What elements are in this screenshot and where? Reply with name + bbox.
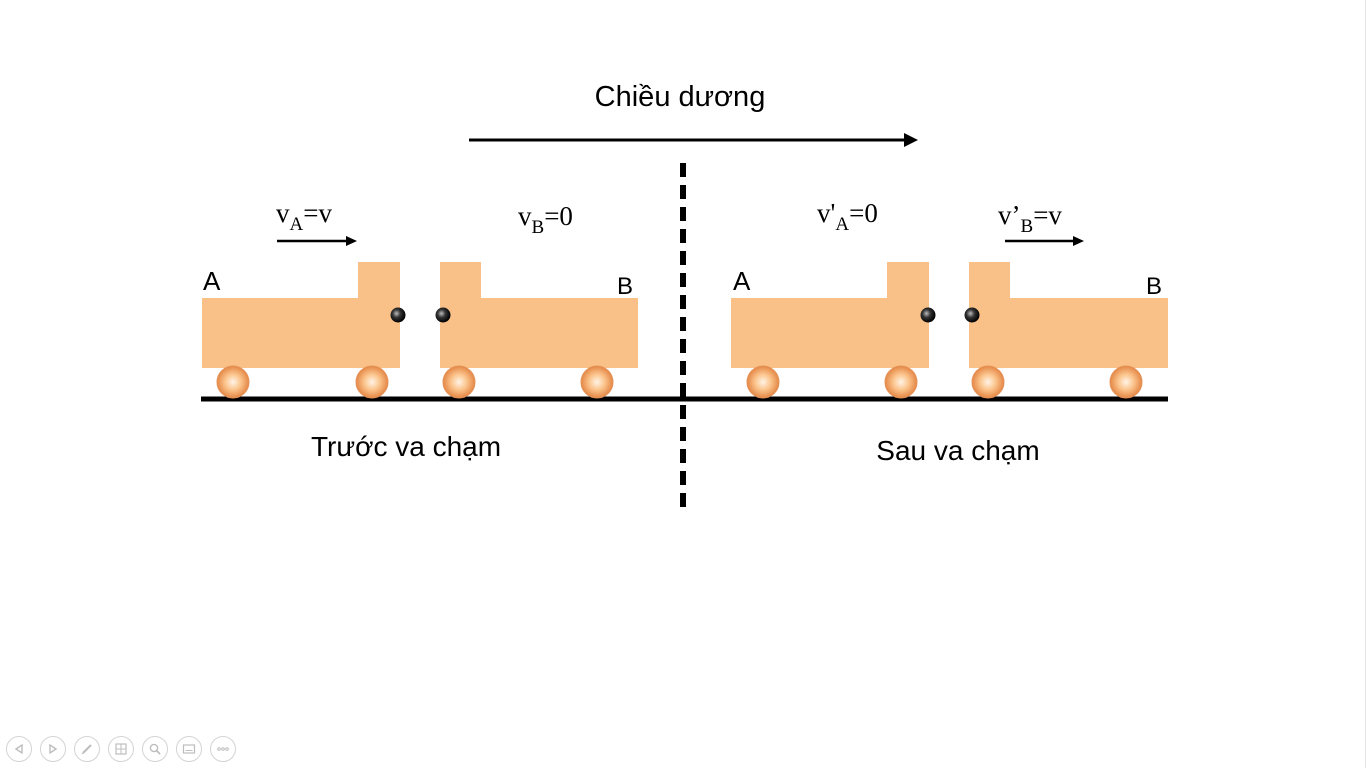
velocity-a-arrow: [277, 236, 357, 246]
cart-a-label: A: [203, 266, 221, 296]
previous-slide-button[interactable]: [6, 736, 32, 762]
pen-icon: [81, 744, 92, 755]
after-caption: Sau va chạm: [876, 435, 1039, 466]
velocity-b-prime-label: v’B=v: [998, 200, 1062, 237]
velocity-symbol: v': [817, 198, 835, 228]
velocity-value: =v: [303, 198, 332, 228]
zoom-button[interactable]: [142, 736, 168, 762]
slides-icon: [115, 743, 127, 755]
velocity-subscript: B: [532, 217, 545, 238]
velocity-subscript: A: [835, 214, 849, 235]
coupler-bolt: [920, 307, 936, 323]
wheel: [1109, 365, 1143, 399]
cart-b-label: B: [617, 273, 633, 300]
wheel: [884, 365, 918, 399]
velocity-value: =0: [849, 198, 878, 228]
subtitles-button[interactable]: [176, 736, 202, 762]
coupler-bolt: [964, 307, 980, 323]
pen-tool-button[interactable]: [74, 736, 100, 762]
velocity-a-prime-label: v'A=0: [817, 198, 878, 235]
wheel: [746, 365, 780, 399]
velocity-symbol: v: [276, 198, 290, 228]
after-section: A B v'A=0 v’B=v Sau va chạm: [731, 198, 1168, 466]
more-options-button[interactable]: [210, 736, 236, 762]
previous-icon: [14, 743, 23, 755]
direction-label: Chiều dương: [595, 81, 766, 113]
velocity-b-label: vB=0: [518, 201, 573, 238]
more-icon: [217, 747, 229, 751]
next-icon: [49, 743, 58, 755]
velocity-symbol: v: [518, 201, 532, 231]
wheel: [580, 365, 614, 399]
before-caption: Trước va chạm: [311, 431, 501, 462]
zoom-icon: [149, 743, 161, 755]
cart-b-after: [964, 262, 1168, 399]
velocity-a-label: vA=v: [276, 198, 332, 235]
wheel: [216, 365, 250, 399]
velocity-value: =0: [544, 201, 573, 231]
wheel: [442, 365, 476, 399]
see-all-slides-button[interactable]: [108, 736, 134, 762]
subtitles-icon: [182, 744, 196, 754]
velocity-subscript: B: [1021, 216, 1034, 237]
velocity-b-prime-arrow: [1005, 236, 1084, 246]
velocity-symbol: v’: [998, 200, 1021, 230]
cart-b-before: [435, 262, 638, 399]
cart-a-label: A: [733, 266, 751, 296]
cart-a-before: [202, 262, 406, 399]
wheel: [355, 365, 389, 399]
cart-b-label: B: [1146, 273, 1162, 300]
velocity-value: =v: [1033, 200, 1062, 230]
next-slide-button[interactable]: [40, 736, 66, 762]
cart-a-after: [731, 262, 936, 399]
wheel: [971, 365, 1005, 399]
coupler-bolt: [435, 307, 451, 323]
before-section: A B vA=v vB=0 Trước va chạm: [202, 198, 638, 462]
slideshow-toolbar: [6, 734, 236, 764]
velocity-subscript: A: [290, 214, 304, 235]
direction-arrow: [469, 133, 918, 147]
coupler-bolt: [390, 307, 406, 323]
